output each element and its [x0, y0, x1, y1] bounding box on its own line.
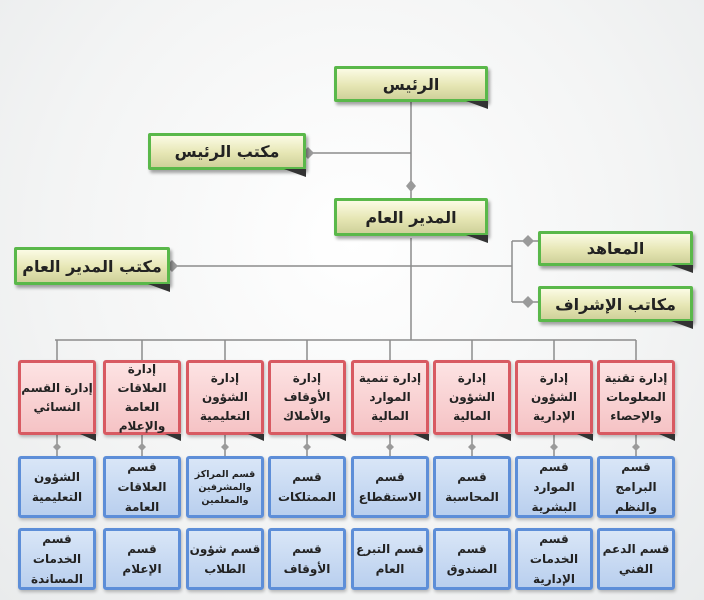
institutes-label: المعاهد — [586, 239, 645, 258]
section-box: قسم الدعم الفني — [597, 528, 675, 590]
president-label: الرئيس — [382, 74, 440, 94]
section-label: قسم الإعلام — [122, 542, 162, 576]
department-title: إدارة القسم النسائي — [21, 380, 93, 414]
section-box: قسم الاستقطاع — [351, 456, 429, 518]
section-box: قسم الممتلكات — [268, 456, 346, 518]
section-box: قسم شؤون الطلاب — [186, 528, 264, 590]
section-box: قسم التبرع العام — [351, 528, 429, 590]
section-box: قسم المراكز والمشرفين والمعلمين — [186, 456, 264, 518]
connector-diamond — [550, 443, 558, 451]
section-box: قسم الصندوق — [433, 528, 511, 590]
section-label: قسم التبرع العام — [356, 542, 424, 576]
section-label: قسم الممتلكات — [277, 470, 337, 504]
section-label: قسم الصندوق — [446, 542, 498, 576]
president-box: الرئيس — [334, 66, 488, 109]
connector-diamond — [386, 443, 394, 451]
department-box: إدارة الأوقاف والأملاك — [268, 360, 346, 441]
department-box: إدارة الشؤون التعليمية — [186, 360, 264, 441]
section-label: قسم الدعم الفني — [602, 542, 670, 576]
department-title: إدارة الشؤون المالية — [448, 371, 496, 423]
connector-diamond — [53, 443, 61, 451]
department-box: إدارة الشؤون الإدارية — [515, 360, 593, 441]
connector-diamond — [138, 443, 146, 451]
department-title: إدارة تنمية الموارد المالية — [358, 371, 422, 423]
department-box: إدارة تقنية المعلومات والإحصاء — [597, 360, 675, 441]
section-label: قسم المراكز والمشرفين والمعلمين — [194, 468, 256, 506]
department-title: إدارة تقنية المعلومات والإحصاء — [604, 371, 668, 423]
connector-diamond — [303, 443, 311, 451]
general-manager-label: المدير العام — [365, 207, 457, 227]
department-title: إدارة العلاقات العامة والإعلام — [117, 361, 167, 433]
section-box: قسم الخدمات الإدارية — [515, 528, 593, 590]
section-label: قسم الموارد البشرية — [531, 460, 577, 514]
section-box: الشؤون التعليمية — [18, 456, 96, 518]
section-box: قسم الموارد البشرية — [515, 456, 593, 518]
gm-office-box: مكتب المدير العام — [14, 247, 170, 292]
section-label: قسم الاستقطاع — [358, 470, 422, 504]
president-office-box: مكتب الرئيس — [148, 133, 306, 177]
section-label: قسم المحاسبة — [445, 470, 499, 504]
section-label: قسم البرامج والنظم — [614, 460, 658, 514]
section-label: قسم العلاقات العامة — [117, 460, 167, 514]
section-label: قسم الخدمات المساندة — [31, 532, 83, 586]
department-box: إدارة تنمية الموارد المالية — [351, 360, 429, 441]
supervision-offices-box: مكاتب الإشراف — [538, 286, 693, 329]
connector-diamond — [221, 443, 229, 451]
department-title: إدارة الأوقاف والأملاك — [282, 371, 332, 423]
gm-office-label: مكتب المدير العام — [22, 256, 162, 276]
section-box: قسم المحاسبة — [433, 456, 511, 518]
section-box: قسم العلاقات العامة — [103, 456, 181, 518]
section-label: قسم شؤون الطلاب — [189, 542, 261, 576]
section-label: الشؤون التعليمية — [31, 470, 83, 504]
connector-diamond — [632, 443, 640, 451]
section-box: قسم البرامج والنظم — [597, 456, 675, 518]
department-box: إدارة القسم النسائي — [18, 360, 96, 441]
department-box: إدارة الشؤون المالية — [433, 360, 511, 441]
supervision-offices-label: مكاتب الإشراف — [555, 294, 676, 314]
section-label: قسم الأوقاف — [283, 542, 331, 576]
general-manager-box: المدير العام — [334, 198, 488, 243]
institutes-box: المعاهد — [538, 231, 693, 273]
president-office-label: مكتب الرئيس — [174, 142, 280, 161]
department-title: إدارة الشؤون الإدارية — [530, 371, 578, 423]
section-box: قسم الأوقاف — [268, 528, 346, 590]
section-box: قسم الإعلام — [103, 528, 181, 590]
section-label: قسم الخدمات الإدارية — [529, 532, 579, 586]
connector-diamond — [468, 443, 476, 451]
department-box: إدارة العلاقات العامة والإعلام — [103, 360, 181, 441]
section-box: قسم الخدمات المساندة — [18, 528, 96, 590]
department-title: إدارة الشؤون التعليمية — [199, 371, 251, 423]
